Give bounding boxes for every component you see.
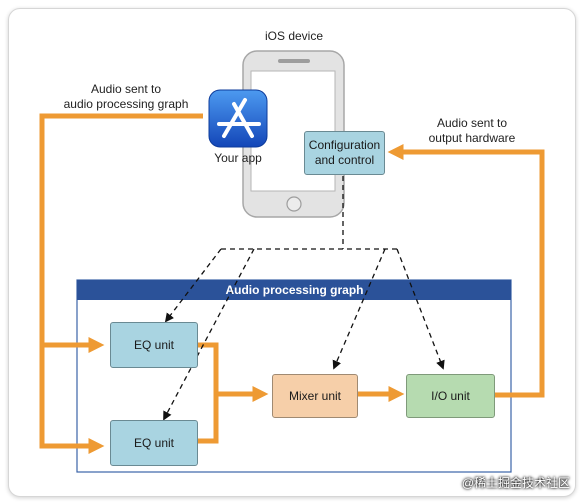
control-line-to-eq-unit-1 xyxy=(164,248,222,323)
flow-line-to-hardware xyxy=(387,143,545,398)
app-label: Your app xyxy=(214,151,262,165)
audio-out-label: Audio sent to output hardware xyxy=(412,116,532,146)
audio-in-label: Audio sent to audio processing graph xyxy=(51,82,201,112)
io-unit-box: I/O unit xyxy=(406,374,495,418)
configuration-box: Configuration and control xyxy=(304,131,385,175)
flow-line-eq2-out xyxy=(197,394,219,444)
eq-unit-2-box: EQ unit xyxy=(110,420,198,466)
control-line-to-io xyxy=(396,248,445,370)
control-line-to-mixer xyxy=(332,248,386,370)
audio-in-label-line2: audio processing graph xyxy=(63,97,189,111)
configuration-box-line1: Configuration xyxy=(308,138,381,152)
configuration-box-line2: and control xyxy=(314,153,375,167)
audio-out-label-line2: output hardware xyxy=(428,131,516,145)
flow-line-to-graph xyxy=(39,113,203,455)
mixer-unit-box: Mixer unit xyxy=(272,374,358,418)
watermark: @稀土掘金技术社区 xyxy=(461,476,570,490)
audio-in-label-line1: Audio sent to xyxy=(90,82,162,96)
eq-unit-1-box: EQ unit xyxy=(110,322,198,368)
device-title: iOS device xyxy=(264,29,324,43)
audio-out-label-line1: Audio sent to xyxy=(436,116,508,130)
app-store-icon xyxy=(208,89,268,148)
graph-title: Audio processing graph xyxy=(225,283,364,297)
